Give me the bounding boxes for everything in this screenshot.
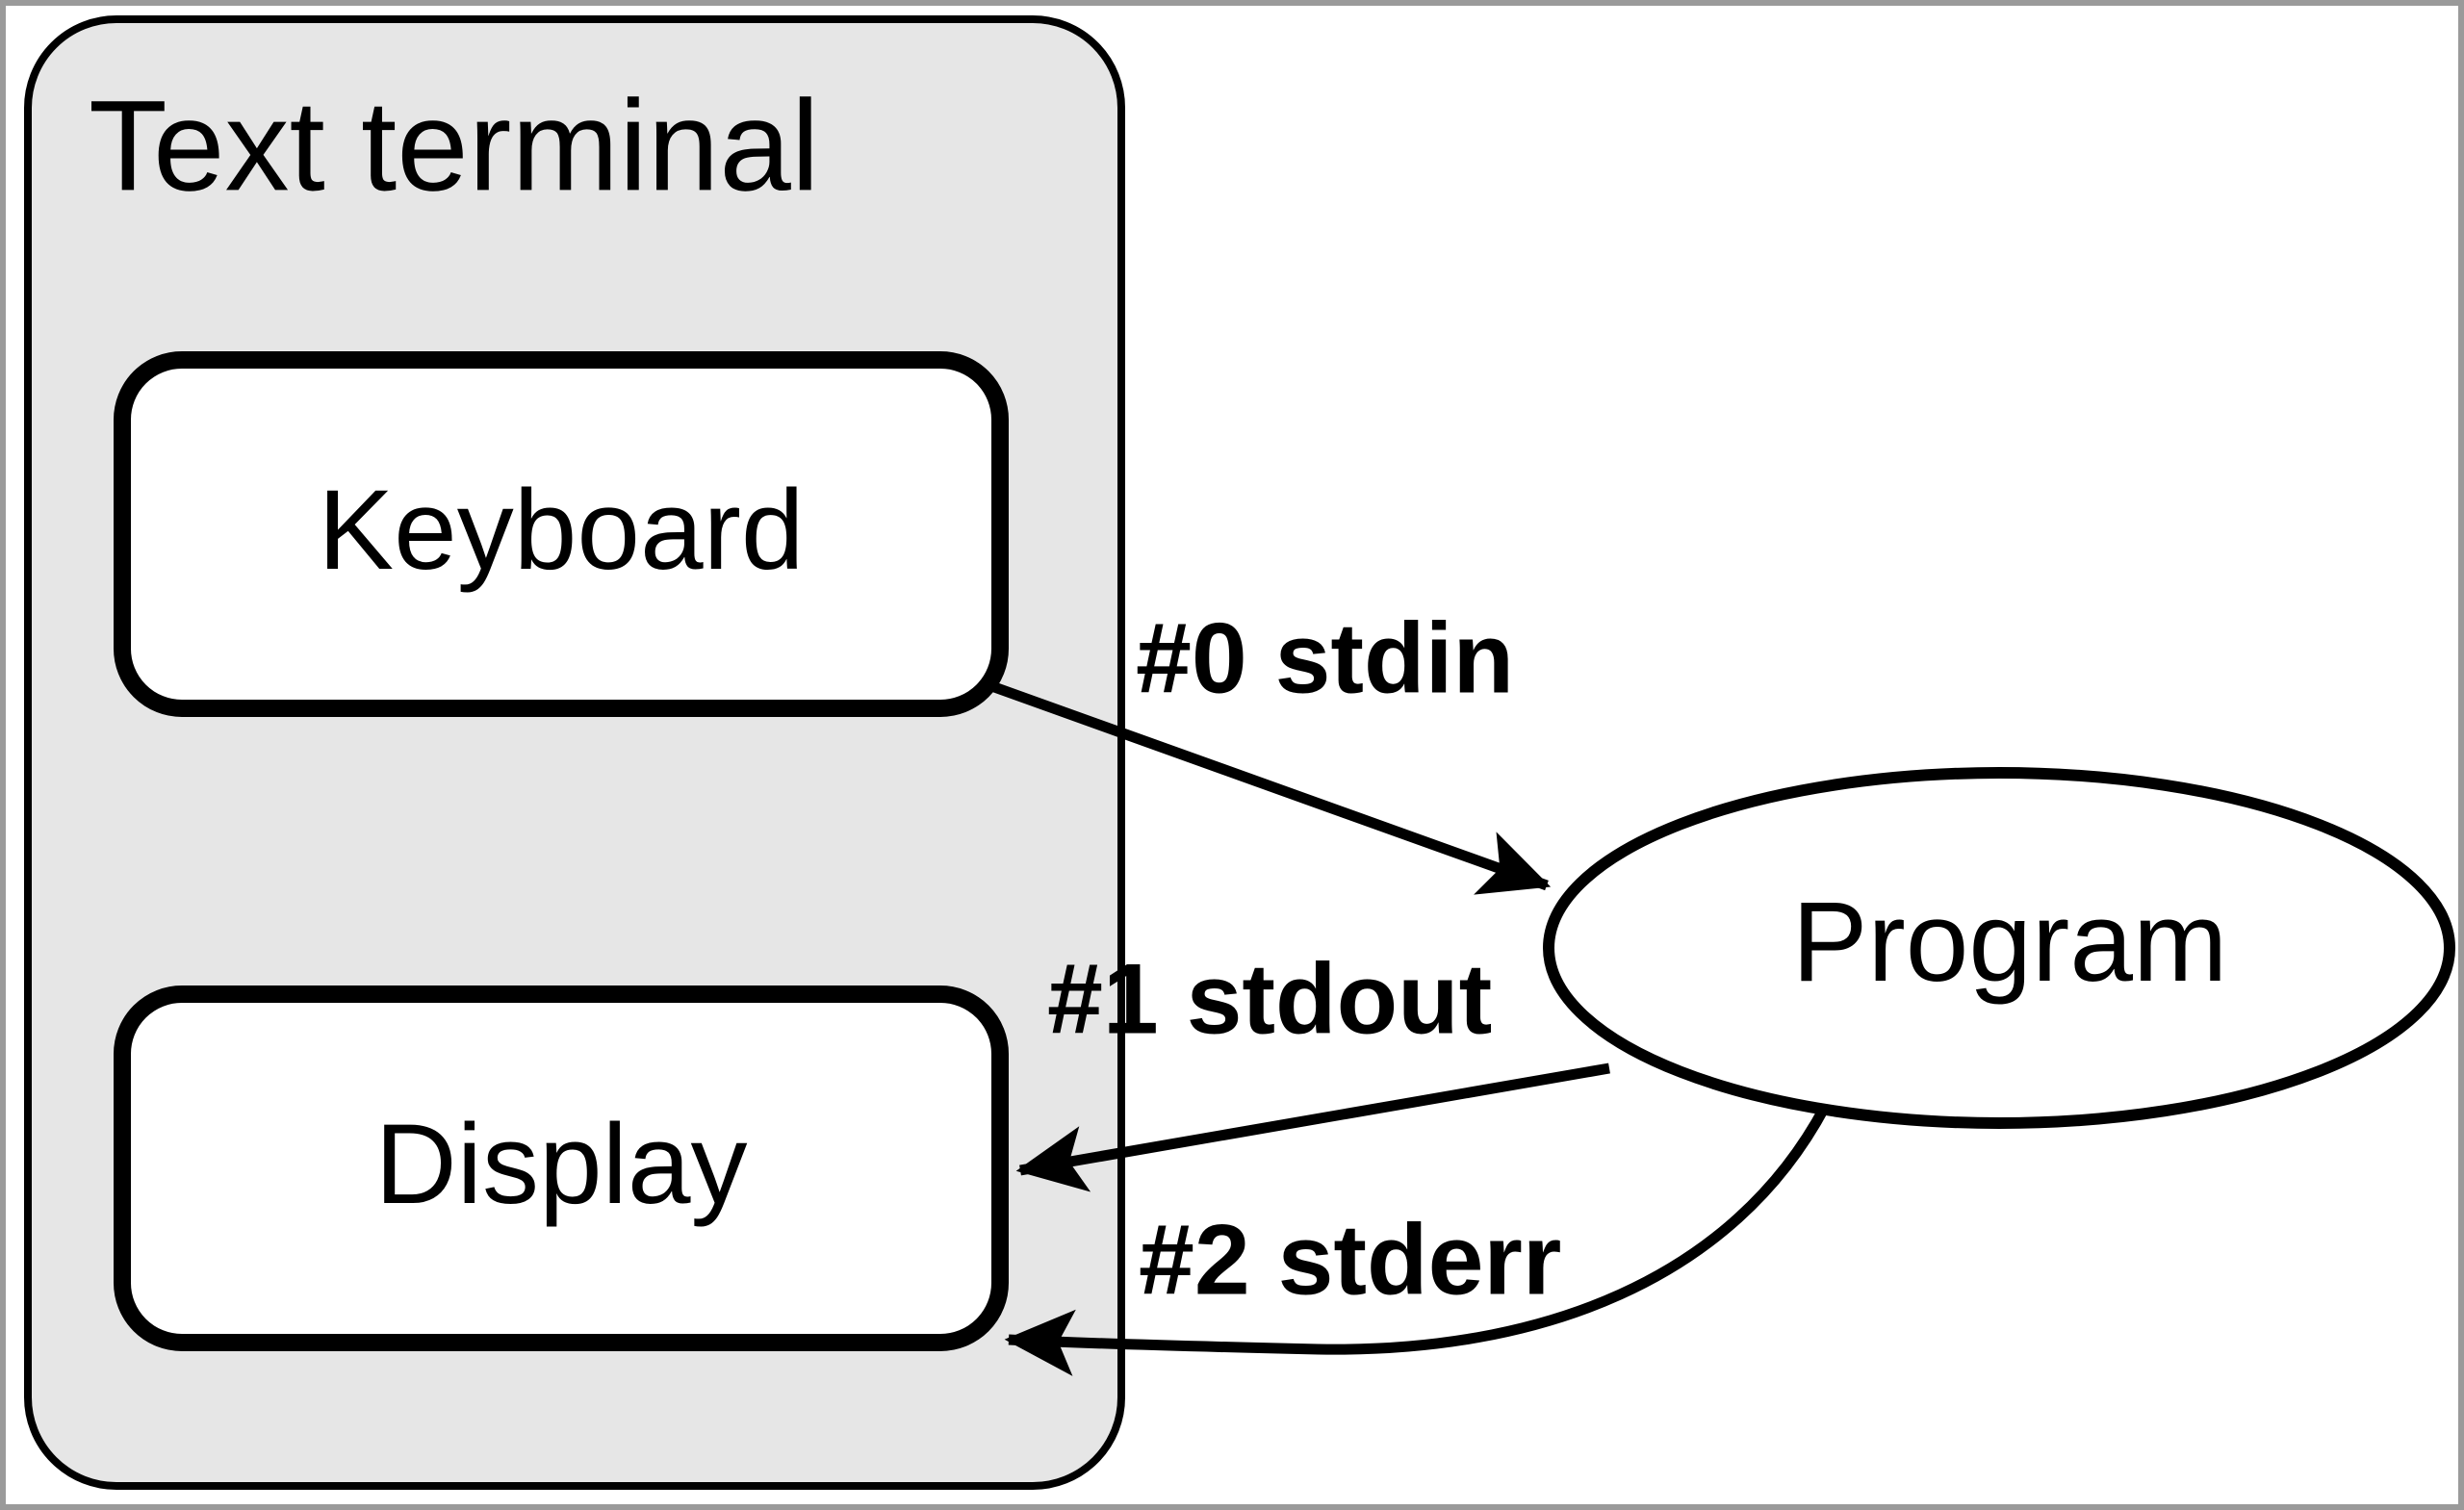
edge-stderr-path <box>1004 1104 1830 1376</box>
program-ellipse[interactable] <box>1543 767 2455 1129</box>
program-label: Program <box>1792 879 2227 1006</box>
edge-stderr-label: #2 stderr <box>1139 1204 1561 1316</box>
keyboard-box[interactable] <box>114 351 1009 717</box>
edge-stdout-label: #1 stdout <box>1047 943 1492 1055</box>
edge-stdout-path <box>1015 1062 1610 1192</box>
edge-stdin-path <box>982 678 1552 895</box>
display-box[interactable] <box>114 985 1009 1351</box>
display-label: Display <box>375 1101 748 1228</box>
edge-stdin-label: #0 stdin <box>1136 602 1514 714</box>
keyboard-label: Keyboard <box>318 467 804 594</box>
text-terminal-title: Text terminal <box>89 74 820 218</box>
